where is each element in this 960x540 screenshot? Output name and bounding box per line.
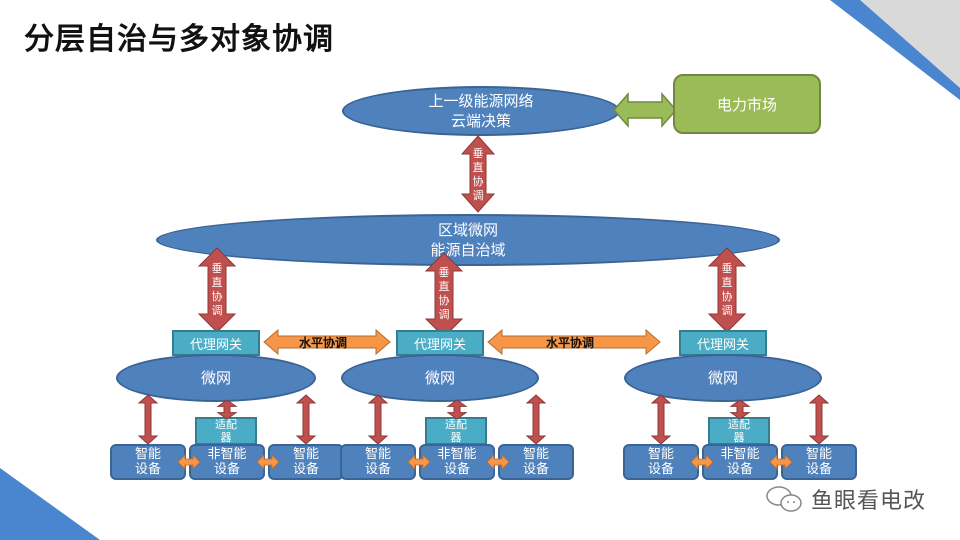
smart-device-1-1: 智能设备 <box>110 444 186 480</box>
proxy-gateway-3: 代理网关 <box>679 330 767 356</box>
market-double-arrow <box>613 92 677 128</box>
device-vertical-arrow-2-3 <box>525 394 547 445</box>
smart-device-2-3: 智能设备 <box>498 444 574 480</box>
non-smart-device-2-2: 非智能设备 <box>419 444 495 480</box>
watermark-text: 鱼眼看电改 <box>811 489 927 514</box>
vertical-arrow-right-label: 垂直协调 <box>721 262 733 317</box>
region-node-line1: 区域微网 <box>437 221 498 239</box>
page-title: 分层自治与多对象协调 <box>24 22 334 57</box>
smart-device-3-1: 智能设备 <box>623 444 699 480</box>
vertical-arrow-center-label: 垂直协调 <box>438 266 450 321</box>
regional-microgrid-node: 区域微网 能源自治域 <box>156 214 780 266</box>
upper-node-line1: 上一级能源网络 <box>428 92 534 110</box>
non-smart-device-1-2: 非智能设备 <box>189 444 265 480</box>
vertical-arrow-left-label: 垂直协调 <box>211 262 223 317</box>
device-vertical-arrow-3-1 <box>650 394 672 445</box>
device-horizontal-arrow-3-2 <box>769 454 793 470</box>
smart-device-1-3: 智能设备 <box>268 444 344 480</box>
upper-node-line2: 云端决策 <box>450 112 511 130</box>
device-horizontal-arrow-2-1 <box>407 454 431 470</box>
device-vertical-arrow-2-1 <box>367 394 389 445</box>
vertical-arrow-top <box>460 135 496 213</box>
upper-energy-network-node: 上一级能源网络 云端决策 <box>342 86 620 136</box>
corner-decoration-bottom-left <box>0 468 100 540</box>
device-horizontal-arrow-2-2 <box>486 454 510 470</box>
adapter-3: 适配器 <box>708 417 770 445</box>
smart-device-2-1: 智能设备 <box>340 444 416 480</box>
vertical-arrow-top-label: 垂直协调 <box>472 147 484 202</box>
horizontal-arrow-left-label: 水平协调 <box>299 336 348 350</box>
device-vertical-arrow-3-2 <box>729 399 751 420</box>
watermark: 鱼眼看电改 <box>765 483 926 515</box>
device-horizontal-arrow-1-2 <box>256 454 280 470</box>
wechat-icon <box>766 486 802 512</box>
smart-device-3-3: 智能设备 <box>781 444 857 480</box>
horizontal-arrow-left <box>263 328 391 356</box>
region-node-line2: 能源自治域 <box>430 241 506 259</box>
microgrid-1: 微网 <box>116 354 316 402</box>
proxy-gateway-1: 代理网关 <box>172 330 260 356</box>
adapter-2: 适配器 <box>425 417 487 445</box>
device-vertical-arrow-1-3 <box>295 394 317 445</box>
device-vertical-arrow-1-1 <box>137 394 159 445</box>
microgrid-2: 微网 <box>341 354 539 402</box>
horizontal-arrow-right <box>487 328 661 356</box>
proxy-gateway-2: 代理网关 <box>396 330 484 356</box>
device-vertical-arrow-3-3 <box>808 394 830 445</box>
horizontal-arrow-right-label: 水平协调 <box>546 336 595 350</box>
power-market-node: 电力市场 <box>673 74 821 134</box>
microgrid-3: 微网 <box>624 354 822 402</box>
adapter-1: 适配器 <box>195 417 257 445</box>
device-horizontal-arrow-3-1 <box>690 454 714 470</box>
device-vertical-arrow-1-2 <box>216 399 238 420</box>
power-market-label: 电力市场 <box>716 95 777 114</box>
corner-decoration-top-right <box>830 0 960 100</box>
device-horizontal-arrow-1-1 <box>177 454 201 470</box>
device-vertical-arrow-2-2 <box>446 399 468 420</box>
